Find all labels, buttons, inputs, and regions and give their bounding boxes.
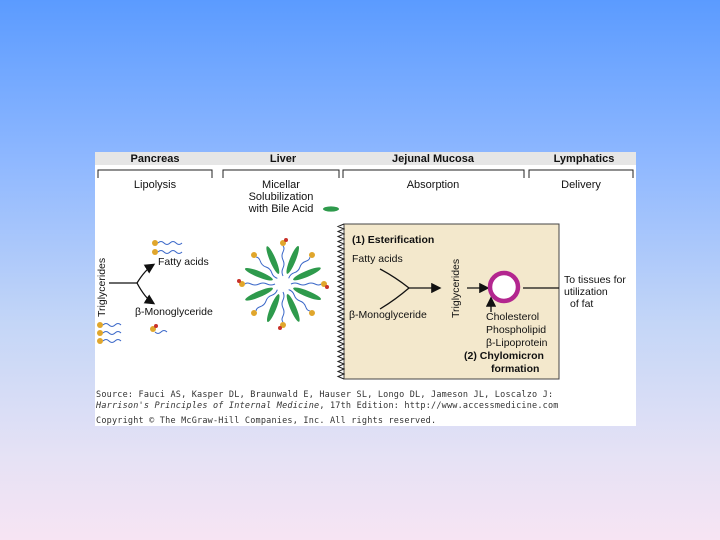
header-lymphatics: Lymphatics	[554, 153, 615, 165]
label-cholesterol: Cholesterol	[486, 311, 539, 323]
chylomicron-icon	[487, 270, 521, 304]
lipid-digestion-diagram: Pancreas Liver Jejunal Mucosa Lymphatics…	[95, 152, 636, 380]
label-triglycerides-left: Triglycerides	[96, 258, 108, 317]
label-tissues-2: utilization	[564, 286, 608, 298]
bile-acid-leaf	[293, 267, 321, 281]
label-tissues-3: of fat	[570, 298, 593, 310]
bile-acid-leaf	[293, 287, 322, 301]
lipid-digestion-figure: Pancreas Liver Jejunal Mucosa Lymphatics…	[95, 152, 636, 426]
bile-acid-leaf	[266, 294, 280, 323]
bile-acid-leaf	[286, 245, 300, 274]
label-triglycerides-right: Triglycerides	[450, 259, 462, 318]
fatty-acid-molecules-upper	[152, 240, 183, 255]
bile-acid-leaf	[286, 294, 300, 322]
subheader-micellar-1: Micellar	[262, 179, 300, 191]
subheader-delivery: Delivery	[561, 179, 601, 191]
bile-acid-leaf	[245, 287, 273, 301]
bile-acid-leaf	[266, 246, 280, 274]
label-lipoprotein: β-Lipoprotein	[486, 337, 548, 349]
subheader-micellar-3: with Bile Acid	[248, 203, 314, 215]
micelle-lipid	[237, 279, 276, 287]
label-tissues-1: To tissues for	[564, 274, 626, 286]
subheader-micellar-2: Solubilization	[249, 191, 314, 203]
label-phospholipid: Phospholipid	[486, 324, 546, 336]
header-bar	[95, 152, 636, 165]
micelle-lipid	[251, 289, 278, 316]
label-fatty-acids-right: Fatty acids	[352, 253, 403, 265]
jejunal-mucosa-box	[343, 223, 560, 380]
section-brackets	[97, 169, 634, 178]
micelle-lipid	[290, 281, 329, 289]
label-chylomicron-1: (2) Chylomicron	[464, 350, 544, 362]
label-chylomicron-2: formation	[491, 363, 539, 375]
bile-acid-legend-icon	[323, 206, 339, 212]
triglyceride-molecules-lower	[97, 322, 168, 344]
micelle-lipid	[288, 289, 315, 316]
bile-acid-micelle	[237, 238, 329, 330]
label-monoglyceride-left: β-Monoglyceride	[135, 306, 213, 318]
book-credit: Harrison's Principles of Internal Medici…	[96, 401, 559, 411]
micelle-lipid	[278, 291, 286, 330]
label-esterification: (1) Esterification	[352, 234, 434, 246]
bile-acid-leaf	[244, 267, 273, 281]
microvilli-border	[336, 223, 346, 380]
micelle-lipid	[251, 252, 278, 279]
copyright-credit: Copyright © The McGraw-Hill Companies, I…	[96, 416, 437, 426]
merge-arrow	[379, 268, 442, 310]
label-fatty-acids-left: Fatty acids	[158, 256, 209, 268]
header-pancreas: Pancreas	[131, 153, 180, 165]
micelle-lipid	[288, 252, 315, 279]
header-jejunal-mucosa: Jejunal Mucosa	[392, 153, 475, 165]
split-arrow-left	[109, 263, 156, 305]
subheader-absorption: Absorption	[407, 179, 460, 191]
header-liver: Liver	[270, 153, 297, 165]
label-monoglyceride-right: β-Monoglyceride	[349, 309, 427, 321]
source-credit: Source: Fauci AS, Kasper DL, Braunwald E…	[96, 390, 554, 400]
subheader-lipolysis: Lipolysis	[134, 179, 177, 191]
micelle-lipid	[280, 238, 288, 277]
